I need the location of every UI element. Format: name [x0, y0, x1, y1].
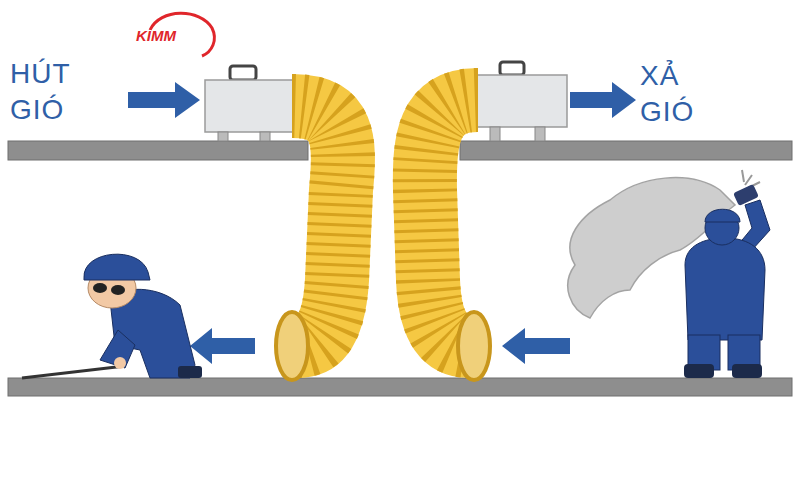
worker-arm	[100, 330, 135, 368]
ceiling-bar	[8, 141, 308, 160]
duct-mouth	[276, 312, 308, 380]
flow-arrow	[502, 328, 570, 364]
worker-body	[685, 238, 765, 340]
flow-arrow	[570, 82, 636, 118]
worker-glasses	[93, 283, 107, 293]
worker-cap	[84, 254, 150, 280]
ceiling-bar	[460, 141, 792, 160]
worker-boot	[178, 366, 202, 378]
worker-boot	[684, 364, 714, 378]
flow-label: HÚT GIÓ	[10, 56, 90, 128]
blower-foot	[218, 132, 228, 141]
blower-foot	[535, 127, 545, 141]
floor-bar	[8, 378, 792, 396]
tool-rod	[22, 366, 125, 378]
blower-foot	[490, 127, 500, 141]
flow-arrow	[190, 328, 255, 364]
blower-handle	[500, 62, 524, 75]
flow-arrow	[128, 82, 200, 118]
brand-logo: KIMM	[136, 27, 176, 45]
blower-body	[472, 75, 567, 127]
flow-label: XẢ GIÓ	[640, 58, 720, 130]
worker-cap	[705, 209, 740, 222]
blower-foot	[260, 132, 270, 141]
blower-body	[205, 80, 300, 132]
blower-handle	[230, 66, 256, 80]
flexible-duct	[425, 100, 478, 346]
worker-boot	[732, 364, 762, 378]
worker-glasses	[111, 285, 125, 295]
duct-ribs	[425, 100, 478, 346]
worker-hand	[114, 357, 126, 369]
duct-mouth	[458, 312, 490, 380]
flexible-duct	[292, 106, 343, 346]
duct-ribs	[292, 106, 343, 346]
